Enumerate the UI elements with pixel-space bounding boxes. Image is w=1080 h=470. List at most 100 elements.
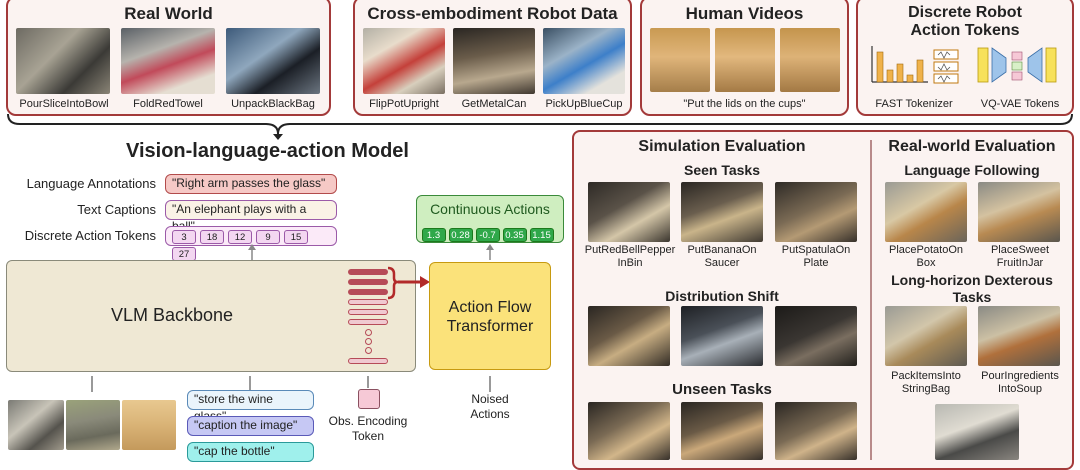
vla-title: Vision-language-action Model — [126, 140, 409, 162]
real-world-image-3 — [226, 28, 320, 94]
action-token-4: 9 — [256, 229, 280, 244]
real-world-image-1 — [16, 28, 110, 94]
action-token-3: 12 — [228, 229, 252, 244]
shift-image-2 — [681, 306, 763, 366]
prompt-cap-bottle: "cap the bottle" — [187, 442, 314, 462]
continuous-value-4: 0.35 — [502, 228, 527, 242]
real-world-image-2 — [121, 28, 215, 94]
cross-embodiment-image-1 — [363, 28, 445, 94]
vqvae-figure — [977, 47, 1057, 83]
cross-embodiment-panel: Cross-embodiment Robot Data FlipPotUprig… — [353, 0, 632, 116]
action-token-2: 18 — [200, 229, 224, 244]
language-following-title: Language Following — [904, 162, 1040, 178]
seen-task-image-1 — [588, 182, 670, 242]
discrete-tokens-panel: Discrete Robot Action Tokens FAST Tokeni… — [856, 0, 1074, 116]
discrete-action-tokens-label: Discrete Action Tokens — [24, 228, 156, 243]
backbone-to-flow-arrow — [387, 266, 430, 300]
top-brace — [7, 113, 1073, 140]
unseen-tasks-title: Unseen Tasks — [672, 381, 772, 398]
cross-embodiment-caption-3: PickUpBlueCup — [545, 98, 623, 110]
token-bar-3 — [348, 289, 388, 295]
obs-encoding-label-2: Token — [351, 429, 385, 443]
noised-actions-label-2: Actions — [470, 407, 510, 421]
real-world-panel: Real World PourSliceIntoBowl FoldRedTowe… — [6, 0, 331, 116]
language-annotations-label: Language Annotations — [26, 176, 156, 191]
unseen-task-image-1 — [588, 402, 670, 460]
token-bar-2 — [348, 279, 388, 285]
token-bar-4 — [348, 299, 388, 305]
cross-embodiment-caption-1: FlipPotUpright — [369, 98, 439, 110]
continuous-actions-title: Continuous Actions — [430, 201, 550, 217]
human-video-frame-1 — [650, 28, 710, 92]
evaluation-divider — [870, 140, 872, 460]
cross-embodiment-image-2 — [453, 28, 535, 94]
obs-encoding-label-1: Obs. Encoding — [328, 414, 408, 428]
language-following-image-1 — [885, 182, 967, 242]
seen-task-image-3 — [775, 182, 857, 242]
human-videos-panel: Human Videos "Put the lids on the cups" — [640, 0, 849, 116]
token-bar-7 — [348, 358, 388, 364]
shift-image-3 — [775, 306, 857, 366]
real-world-evaluation-title: Real-world Evaluation — [888, 138, 1056, 155]
cross-embodiment-image-3 — [543, 28, 625, 94]
seen-tasks-title: Seen Tasks — [683, 162, 760, 178]
vlm-backbone-label: VLM Backbone — [111, 305, 234, 325]
noised-actions-label-1: Noised — [471, 392, 509, 406]
discrete-tokens-title-1: Discrete Robot — [908, 4, 1022, 21]
bottom-connectors — [91, 376, 491, 392]
cross-embodiment-title: Cross-embodiment Robot Data — [367, 4, 618, 23]
continuous-value-2: 0.28 — [448, 228, 473, 242]
action-flow-transformer-box: Action Flow Transformer — [429, 262, 551, 370]
vlm-backbone-box: VLM Backbone — [6, 260, 416, 372]
vqvae-label: VQ-VAE Tokens — [980, 98, 1060, 110]
fast-tokenizer-label: FAST Tokenizer — [875, 98, 953, 110]
unseen-task-image-2 — [681, 402, 763, 460]
prompt-store-wine-glass: "store the wine glass" — [187, 390, 314, 423]
long-horizon-image-2 — [978, 306, 1060, 366]
real-world-caption-2: FoldRedTowel — [133, 98, 203, 110]
real-world-title: Real World — [124, 4, 213, 23]
simulation-evaluation-title: Simulation Evaluation — [638, 138, 806, 155]
action-token-5: 15 — [284, 229, 308, 244]
text-captions-box: "An elephant plays with a ball" — [165, 200, 337, 233]
long-horizon-image-1 — [885, 306, 967, 366]
action-flow-label-1: Action Flow — [448, 299, 532, 316]
human-video-frame-2 — [715, 28, 775, 92]
language-annotations-box: "Right arm passes the glass" — [165, 174, 337, 194]
obs-encoding-token — [358, 389, 380, 409]
token-bar-1 — [348, 269, 388, 275]
token-dot-1 — [365, 329, 372, 336]
long-horizon-title-2: Tasks — [952, 289, 992, 305]
input-image-3 — [122, 400, 176, 450]
distribution-shift-title: Distribution Shift — [665, 288, 779, 304]
seen-task-image-2 — [681, 182, 763, 242]
text-captions-label: Text Captions — [77, 202, 156, 217]
real-world-caption-1: PourSliceIntoBowl — [19, 98, 109, 110]
unseen-task-image-3 — [775, 402, 857, 460]
token-dot-2 — [365, 338, 372, 345]
human-video-frame-3 — [780, 28, 840, 92]
input-image-1 — [8, 400, 64, 450]
cross-embodiment-caption-2: GetMetalCan — [461, 98, 527, 110]
shift-image-1 — [588, 306, 670, 366]
connector-arrows — [248, 244, 494, 260]
language-following-image-2 — [978, 182, 1060, 242]
continuous-value-3: -0.7 — [475, 228, 500, 242]
input-image-2 — [66, 400, 120, 450]
action-token-1: 3 — [172, 229, 196, 244]
long-horizon-title-1: Long-horizon Dexterous — [891, 272, 1053, 288]
prompt-caption-image: "caption the image" — [187, 416, 314, 436]
token-bar-5 — [348, 309, 388, 315]
discrete-tokens-title-2: Action Tokens — [910, 22, 1020, 39]
token-dot-3 — [365, 347, 372, 354]
fast-tokenizer-figure — [871, 46, 959, 84]
